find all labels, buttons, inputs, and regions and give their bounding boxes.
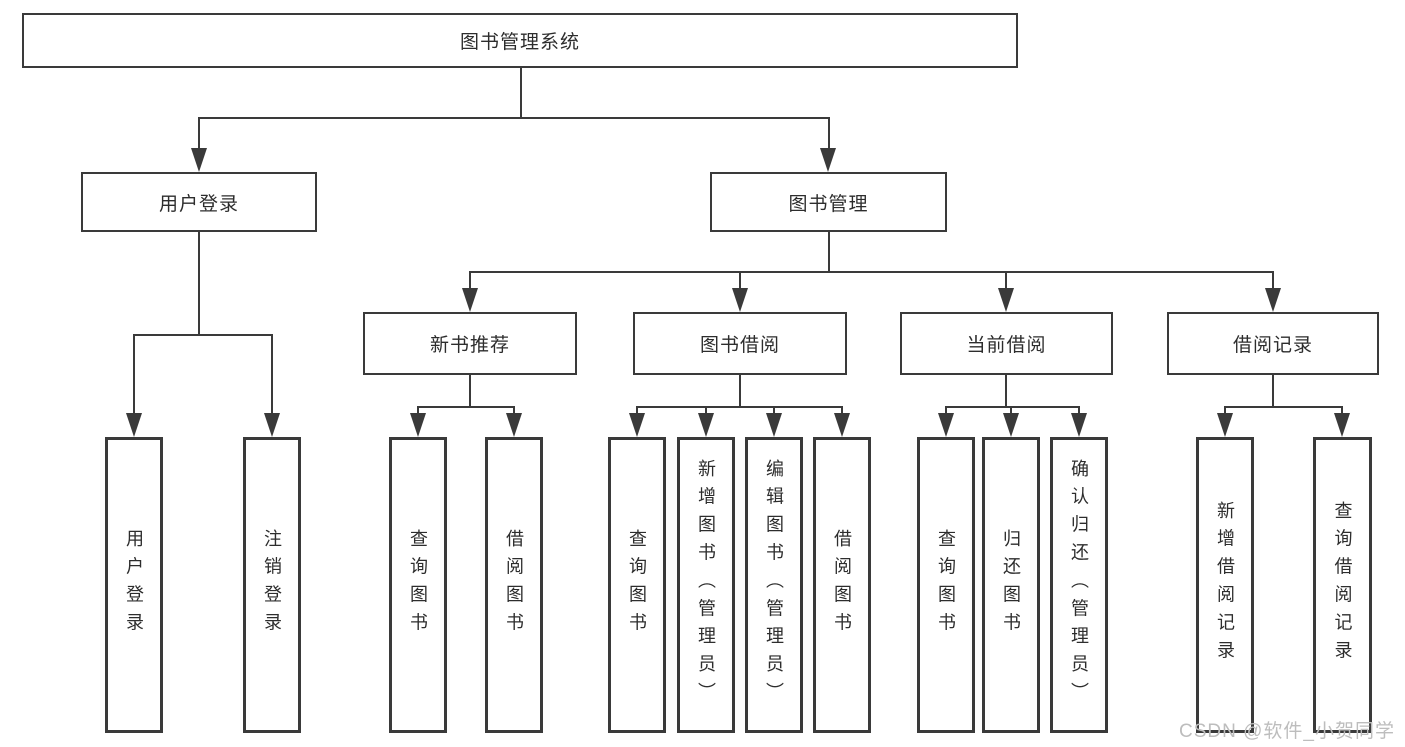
connector-groupA-stub [198, 232, 200, 336]
arrowhead-new-book [462, 288, 478, 312]
arrowhead-groupC-3 [766, 413, 782, 437]
leaf-query-book-current: 查询图书 [917, 437, 975, 733]
connector-groupC-branch [636, 406, 843, 408]
arrowhead-groupE-1 [1217, 413, 1233, 437]
leaf-confirm-return-admin: 确认归还（管理员） [1050, 437, 1108, 733]
leaf-add-book-admin-label: 新增图书（管理员） [696, 459, 716, 711]
node-current-borrow-label: 当前借阅 [966, 335, 1047, 356]
arrowhead-user-login [191, 148, 207, 172]
connector-groupB-branch [417, 406, 515, 408]
node-root-label: 图书管理系统 [459, 32, 580, 53]
connector-groupC-stub [739, 375, 741, 408]
node-borrow-record: 借阅记录 [1167, 312, 1379, 375]
arrowhead-groupB-2 [506, 413, 522, 437]
connector-level2-branch [469, 271, 1274, 273]
connector-groupE-stem-2 [1341, 406, 1343, 415]
connector-groupC-stem-2 [705, 406, 707, 415]
connector-groupB-stub [469, 375, 471, 408]
leaf-query-borrow-record-label: 查询借阅记录 [1332, 501, 1353, 669]
connector-current-borrow-stem [1005, 271, 1007, 290]
connector-groupC-stem-1 [636, 406, 638, 415]
connector-groupA-stem-1 [133, 334, 135, 415]
connector-user-login-stem [198, 117, 200, 150]
leaf-add-book-admin: 新增图书（管理员） [677, 437, 735, 733]
connector-groupE-stem-1 [1224, 406, 1226, 415]
leaf-user-login: 用户登录 [105, 437, 163, 733]
connector-groupD-stub [1005, 375, 1007, 408]
connector-level2-stub [828, 232, 830, 273]
leaf-logout-label: 注销登录 [262, 529, 282, 641]
leaf-user-login-label: 用户登录 [124, 529, 144, 641]
connector-groupD-branch [945, 406, 1080, 408]
connector-groupC-stem-4 [841, 406, 843, 415]
connector-new-book-stem [469, 271, 471, 290]
connector-groupE-branch [1224, 406, 1343, 408]
node-current-borrow: 当前借阅 [900, 312, 1113, 375]
node-new-book-recommend: 新书推荐 [363, 312, 577, 375]
arrowhead-groupC-2 [698, 413, 714, 437]
arrowhead-borrow-record [1265, 288, 1281, 312]
node-new-book-recommend-label: 新书推荐 [429, 335, 510, 356]
connector-groupA-stem-2 [271, 334, 273, 415]
arrowhead-groupA-2 [264, 413, 280, 437]
leaf-query-book-current-label: 查询图书 [936, 529, 956, 641]
leaf-borrow-book-label: 借阅图书 [832, 529, 852, 641]
arrowhead-book-borrow [732, 288, 748, 312]
node-book-mgmt: 图书管理 [710, 172, 947, 232]
connector-groupD-stem-1 [945, 406, 947, 415]
leaf-add-borrow-record-label: 新增借阅记录 [1215, 501, 1235, 669]
arrowhead-groupC-1 [629, 413, 645, 437]
connector-borrow-record-stem [1272, 271, 1274, 290]
arrowhead-groupE-2 [1334, 413, 1350, 437]
connector-groupC-stem-3 [773, 406, 775, 415]
connector-groupB-stem-1 [417, 406, 419, 415]
node-book-mgmt-label: 图书管理 [788, 193, 869, 215]
arrowhead-groupD-2 [1003, 413, 1019, 437]
leaf-query-book-borrow: 查询图书 [608, 437, 666, 733]
connector-book-borrow-stem [739, 271, 741, 290]
arrowhead-groupD-3 [1071, 413, 1087, 437]
connector-groupB-stem-2 [513, 406, 515, 415]
arrowhead-groupD-1 [938, 413, 954, 437]
leaf-borrow-book-recommend: 借阅图书 [485, 437, 543, 733]
connector-book-mgmt-stem [828, 117, 830, 150]
connector-level1-branch [198, 117, 830, 119]
arrowhead-groupB-1 [410, 413, 426, 437]
arrowhead-groupC-4 [834, 413, 850, 437]
node-book-borrow-label: 图书借阅 [699, 335, 780, 356]
connector-groupE-stub [1272, 375, 1274, 408]
arrowhead-groupA-1 [126, 413, 142, 437]
arrowhead-current-borrow [998, 288, 1014, 312]
leaf-add-borrow-record: 新增借阅记录 [1196, 437, 1254, 733]
connector-groupA-branch [133, 334, 273, 336]
csdn-watermark: CSDN @软件_小贺同学 [1179, 721, 1395, 742]
connector-groupD-stem-3 [1078, 406, 1080, 415]
arrowhead-book-mgmt [820, 148, 836, 172]
leaf-borrow-book: 借阅图书 [813, 437, 871, 733]
node-user-login: 用户登录 [81, 172, 317, 232]
leaf-logout: 注销登录 [243, 437, 301, 733]
node-user-login-label: 用户登录 [158, 193, 239, 215]
leaf-confirm-return-admin-label: 确认归还（管理员） [1069, 459, 1089, 711]
leaf-return-book-label: 归还图书 [1001, 529, 1021, 641]
leaf-query-book-borrow-label: 查询图书 [627, 529, 647, 641]
connector-root-stub [520, 68, 522, 118]
leaf-edit-book-admin-label: 编辑图书（管理员） [764, 459, 784, 711]
leaf-query-book-recommend: 查询图书 [389, 437, 447, 733]
leaf-edit-book-admin: 编辑图书（管理员） [745, 437, 803, 733]
connector-groupD-stem-2 [1010, 406, 1012, 415]
node-book-borrow: 图书借阅 [633, 312, 847, 375]
leaf-return-book: 归还图书 [982, 437, 1040, 733]
leaf-borrow-book-recommend-label: 借阅图书 [504, 529, 524, 641]
leaf-query-borrow-record: 查询借阅记录 [1313, 437, 1372, 733]
node-borrow-record-label: 借阅记录 [1232, 335, 1313, 356]
leaf-query-book-recommend-label: 查询图书 [408, 529, 428, 641]
node-root: 图书管理系统 [22, 13, 1018, 68]
